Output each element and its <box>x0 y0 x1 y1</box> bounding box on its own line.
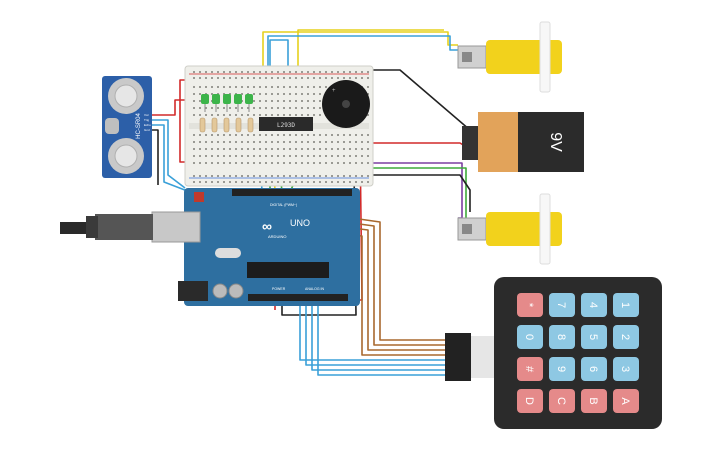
keypad-key[interactable]: D <box>517 389 543 413</box>
wire-us-4 <box>152 99 190 116</box>
keypad-key[interactable]: 9 <box>549 357 575 381</box>
keypad-key-label: B <box>587 397 599 404</box>
wire-blue-motor-top <box>267 35 458 75</box>
piezo-buzzer: + <box>322 80 370 128</box>
usb-cable <box>60 214 153 240</box>
led-green <box>234 94 242 112</box>
keypad-key-label: 7 <box>555 302 567 308</box>
keypad-key[interactable]: # <box>517 357 543 381</box>
arduino-logo-text: ARDUINO <box>268 234 286 239</box>
sensor-model-label: HC-SR04 <box>136 113 142 139</box>
keypad-key-label: 9 <box>555 366 567 372</box>
wire-us-3 <box>152 129 159 185</box>
arduino-board: ∞ ARDUINO UNO DIGITAL (PWM~) POWER ANALO… <box>151 188 360 306</box>
led-row <box>201 94 253 112</box>
arduino-brand: UNO <box>290 218 310 228</box>
resistor <box>199 117 206 133</box>
svg-text:+: + <box>332 88 336 94</box>
keypad-key[interactable]: B <box>581 389 607 413</box>
resistor <box>235 117 242 133</box>
led-green <box>201 94 209 112</box>
keypad-key-label: 8 <box>555 334 567 340</box>
resistor <box>223 117 230 133</box>
analog-label: ANALOG IN <box>305 287 325 291</box>
led-green <box>223 94 231 112</box>
keypad-key[interactable]: 6 <box>581 357 607 381</box>
wire-yellow-motor-top <box>262 31 458 75</box>
keypad-key[interactable]: 8 <box>549 325 575 349</box>
keypad-key[interactable]: 0 <box>517 325 543 349</box>
keypad-keys: 1 2 3A 4 5 6B 7 8 9C * 0 # D <box>517 293 639 413</box>
keypad-key-label: D <box>523 397 535 405</box>
led-green <box>212 94 220 112</box>
keypad-key-label: 1 <box>619 302 631 308</box>
keypad-key[interactable]: 4 <box>581 293 607 317</box>
wire-blue-kp-1 <box>299 300 445 361</box>
keypad-key[interactable]: 1 <box>613 293 639 317</box>
keypad-key-label: # <box>523 366 535 373</box>
sensor-pin-label: Vcc <box>144 113 150 117</box>
infinity-logo-icon: ∞ <box>262 218 272 234</box>
sensor-pin-label: Gnd <box>144 128 150 132</box>
keypad-key-label: * <box>523 303 535 308</box>
keypad-4x4: 1 2 3A 4 5 6B 7 8 9C * 0 # D <box>445 277 662 429</box>
keypad-key[interactable]: 5 <box>581 325 607 349</box>
keypad-key[interactable]: 3 <box>613 357 639 381</box>
sensor-pin-label: Echo <box>144 123 151 127</box>
battery-9v: 9V <box>462 112 584 172</box>
battery-label: 9V <box>547 132 564 152</box>
wire-blue-kp-3 <box>311 300 445 371</box>
keypad-connector <box>445 333 496 381</box>
keypad-key-label: A <box>619 397 631 405</box>
wire-blue-kp-4 <box>317 300 445 376</box>
resistor <box>211 117 218 133</box>
keypad-key[interactable]: A <box>613 389 639 413</box>
keypad-key-label: 2 <box>619 334 631 340</box>
keypad-key-label: 6 <box>587 366 599 372</box>
chip-label: L293D <box>277 122 295 129</box>
power-label: POWER <box>272 287 286 291</box>
keypad-key[interactable]: 7 <box>549 293 575 317</box>
keypad-key[interactable]: C <box>549 389 575 413</box>
wire-yellow-2 <box>297 29 444 75</box>
dc-motor-bottom <box>457 193 562 265</box>
keypad-key-label: 4 <box>587 302 599 308</box>
wire-blue-kp-2 <box>305 300 445 366</box>
keypad-key-label: 0 <box>523 334 535 340</box>
motor-driver-chip: L293D <box>259 117 313 131</box>
sensor-pin-label: Trig <box>144 118 149 122</box>
led-green <box>245 94 253 112</box>
wire-black-motor-bottom <box>360 174 471 212</box>
keypad-key[interactable]: * <box>517 293 543 317</box>
keypad-key-label: 3 <box>619 366 631 372</box>
keypad-key-label: 5 <box>587 334 599 340</box>
keypad-key[interactable]: 2 <box>613 325 639 349</box>
digital-label: DIGITAL (PWM~) <box>270 203 297 207</box>
dc-motor-top <box>457 21 562 93</box>
resistor-row <box>199 117 254 133</box>
wire-us-1 <box>152 119 186 189</box>
keypad-key-label: C <box>555 397 567 405</box>
resistor <box>247 117 254 133</box>
wire-us-2 <box>152 124 191 193</box>
